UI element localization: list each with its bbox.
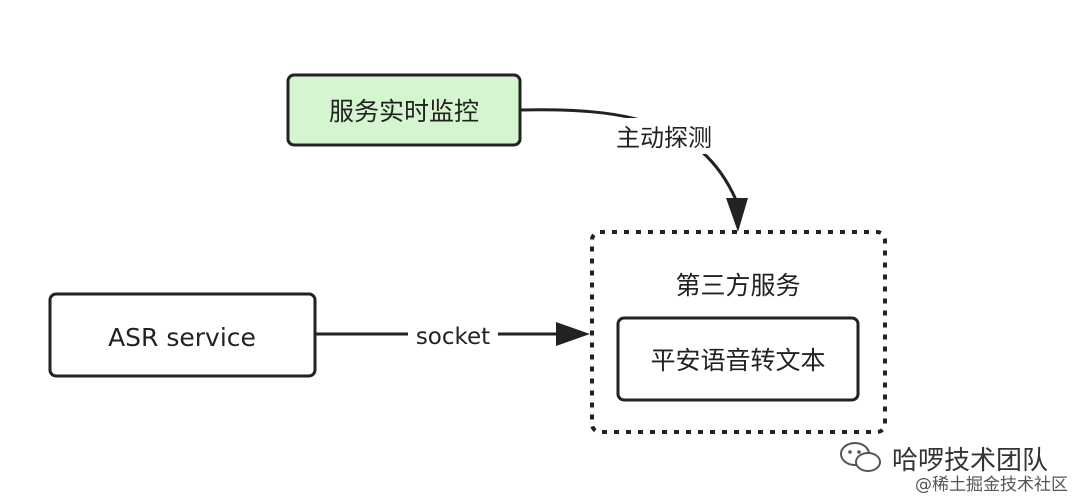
pingan-node-box: [616, 316, 860, 402]
socket-label-bg: [408, 318, 498, 350]
third-party-group-label: 第三方服务: [675, 271, 800, 300]
probe-label: 主动探测: [616, 124, 712, 152]
pingan-node-label: 平安语音转文本: [650, 346, 825, 375]
monitor-node-label: 服务实时监控: [329, 97, 479, 126]
socket-arrowhead: [556, 322, 590, 346]
monitor-node-box: [286, 73, 522, 147]
watermark-community: @稀土掘金技术社区: [915, 475, 1068, 495]
probe-label-bg: [606, 118, 722, 154]
pingan-node: 平安语音转文本: [616, 316, 860, 402]
wechat-logo-icon: [840, 442, 881, 472]
watermark-team: 哈啰技术团队: [892, 446, 1049, 476]
asr-node-box: [48, 292, 317, 378]
asr-node-label: ASR service: [108, 323, 256, 352]
asr-node: ASR service: [48, 292, 317, 378]
monitor-node: 服务实时监控: [286, 73, 522, 147]
probe-arrowhead: [726, 198, 748, 232]
socket-label: socket: [416, 324, 490, 350]
